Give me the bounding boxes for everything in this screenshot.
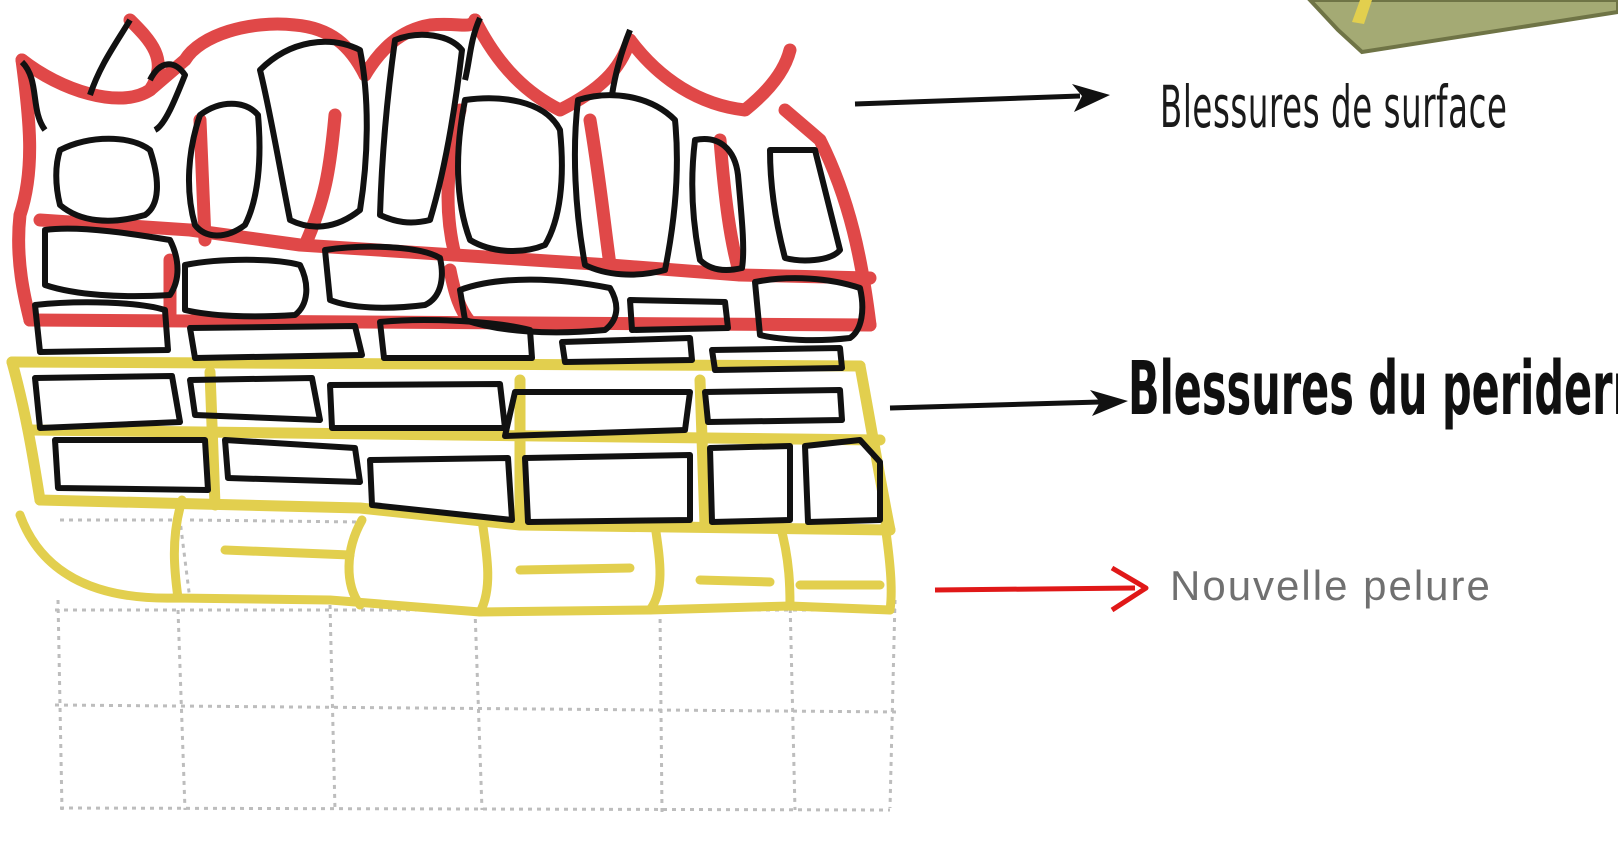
arrow-surface — [855, 84, 1110, 112]
label-blessures-de-surface: Blessures de surface — [1160, 78, 1508, 136]
arrow-pelure — [935, 568, 1146, 610]
label-nouvelle-pelure: Nouvelle pelure — [1170, 565, 1492, 607]
arrow-periderme — [890, 390, 1128, 416]
corner-decoration — [1310, 0, 1618, 52]
label-blessures-du-periderme: Blessures du periderme — [1128, 352, 1618, 426]
inner-cell-grid — [55, 520, 900, 812]
